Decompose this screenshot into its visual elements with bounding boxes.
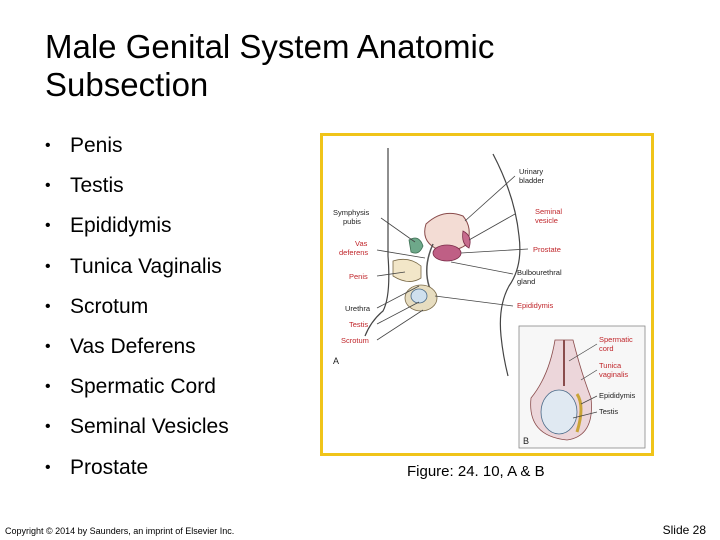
label-spermatic-cord-1: Spermatic xyxy=(599,335,633,344)
label-symphysis-pubis-2: pubis xyxy=(343,217,361,226)
list-item: • Tunica Vaginalis xyxy=(45,255,229,295)
penis-shape xyxy=(392,258,422,282)
seminal-vesicle-shape xyxy=(462,230,471,249)
bullet-text: Penis xyxy=(70,134,123,157)
bullet-text: Prostate xyxy=(70,455,149,479)
bullet-text: Vas Deferens xyxy=(70,334,196,358)
list-item: • Penis xyxy=(45,134,229,174)
label-urinary-bladder-2: bladder xyxy=(519,176,545,185)
label-tunica-vaginalis-1: Tunica xyxy=(599,361,622,370)
list-item: • Scrotum xyxy=(45,295,229,335)
list-item: • Seminal Vesicles xyxy=(45,415,229,455)
anatomy-illustration: Urinary bladder Symphysis pubis Seminal … xyxy=(333,148,646,449)
panel-b-epididymis-shape xyxy=(575,393,583,433)
figure-caption: Figure: 24. 10, A & B xyxy=(407,463,545,480)
bullet-text: Tunica Vaginalis xyxy=(70,254,222,278)
bullet-glyph: • xyxy=(45,337,51,355)
prostate-shape xyxy=(432,244,462,262)
slide-title: Male Genital System Anatomic Subsection xyxy=(45,28,495,103)
slide-number: Slide 28 xyxy=(662,523,706,537)
bullet-text: Spermatic Cord xyxy=(70,375,216,399)
label-tunica-vaginalis-2: vaginalis xyxy=(599,370,628,379)
label-symphysis-pubis-1: Symphysis xyxy=(333,208,370,217)
symphysis-pubis-shape xyxy=(408,237,424,254)
label-bulbourethral-gland-2: gland xyxy=(517,277,535,286)
label-urethra: Urethra xyxy=(345,304,371,313)
bullet-glyph: • xyxy=(45,257,51,275)
bullet-glyph: • xyxy=(45,217,51,235)
bullet-glyph: • xyxy=(45,137,51,154)
bullet-glyph: • xyxy=(45,418,51,436)
panel-a-label: A xyxy=(333,356,339,366)
bullet-glyph: • xyxy=(45,177,51,195)
bullet-text: Seminal Vesicles xyxy=(70,415,229,439)
label-penis: Penis xyxy=(349,272,368,281)
label-prostate: Prostate xyxy=(533,245,561,254)
label-vas-deferens-2: deferens xyxy=(339,248,368,257)
label-epididymis-a: Epididymis xyxy=(517,301,554,310)
label-testis-a: Testis xyxy=(349,320,368,329)
label-epididymis-b: Epididymis xyxy=(599,391,636,400)
label-scrotum: Scrotum xyxy=(341,336,369,345)
bullet-text: Testis xyxy=(70,174,124,198)
bullet-glyph: • xyxy=(45,378,51,396)
list-item: • Prostate xyxy=(45,456,229,496)
bullet-glyph: • xyxy=(45,458,51,476)
label-spermatic-cord-2: cord xyxy=(599,344,614,353)
list-item: • Epididymis xyxy=(45,214,229,254)
testis-shape-a xyxy=(410,288,428,304)
body-outline xyxy=(364,148,521,377)
panel-b-testis-shape xyxy=(540,389,578,435)
copyright-text: Copyright © 2014 by Saunders, an imprint… xyxy=(5,526,235,536)
list-item: • Vas Deferens xyxy=(45,335,229,375)
bullet-list: • Penis • Testis • Epididymis • Tunica Vagin… xyxy=(45,134,229,496)
label-vas-deferens-1: Vas xyxy=(355,239,368,248)
bullet-text: Scrotum xyxy=(70,294,149,318)
panel-b-label: B xyxy=(523,436,529,446)
label-seminal-vesicle-2: vesicle xyxy=(535,216,558,225)
panel-b-leader-lines xyxy=(568,343,598,419)
label-testis-b: Testis xyxy=(599,407,618,416)
list-item: • Spermatic Cord xyxy=(45,375,229,415)
leader-lines xyxy=(376,175,529,341)
bullet-glyph: • xyxy=(45,297,51,315)
label-urinary-bladder-1: Urinary xyxy=(519,167,543,176)
label-bulbourethral-gland-1: Bulbourethral xyxy=(517,268,562,277)
label-seminal-vesicle-1: Seminal xyxy=(535,207,562,216)
anatomy-figure: Urinary bladder Symphysis pubis Seminal … xyxy=(320,133,654,456)
list-item: • Testis xyxy=(45,174,229,214)
bullet-text: Epididymis xyxy=(70,214,172,238)
